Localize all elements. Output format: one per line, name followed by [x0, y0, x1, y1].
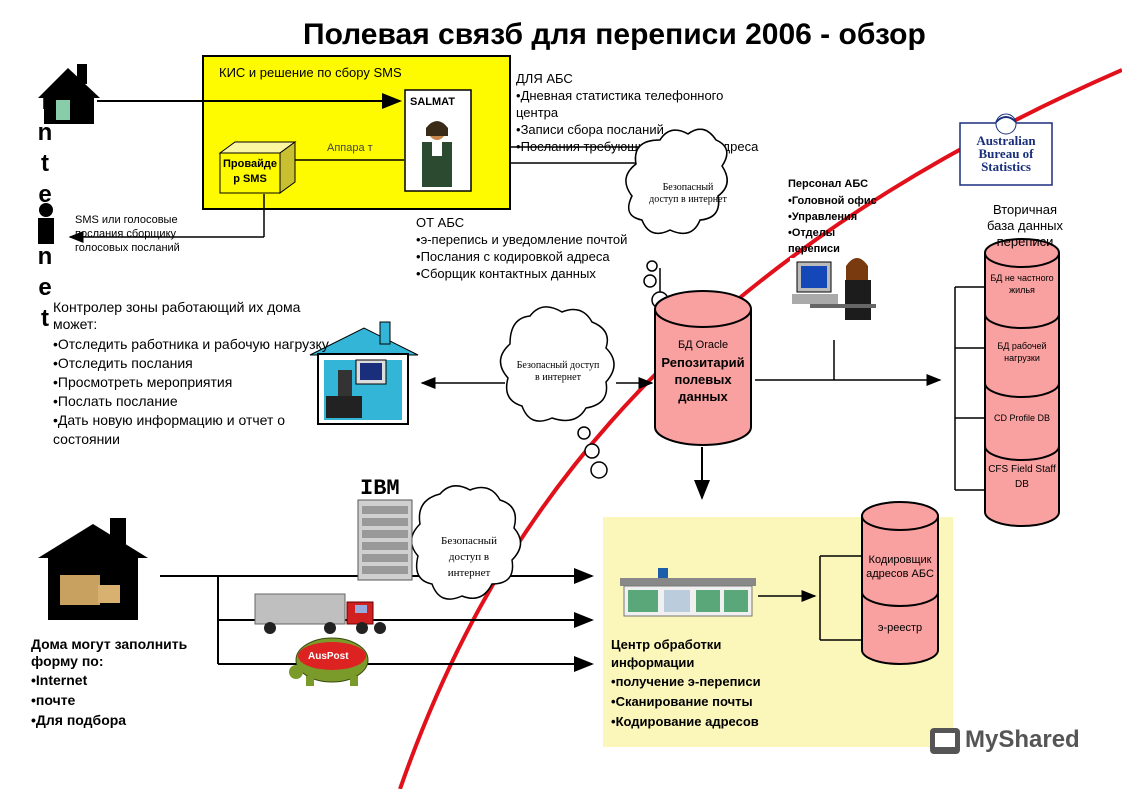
db-segment-label: БД не частного жилья: [990, 273, 1054, 295]
coder-db-cylinder: [861, 501, 939, 665]
watermark-text: MyShared: [965, 726, 1080, 753]
for-abs-heading: ДЛЯ АБС: [516, 71, 573, 86]
internet-letter: t: [41, 150, 49, 177]
house-icon-bottom: [38, 518, 148, 620]
for-abs-item: Дневная статистика телефонного центра: [516, 87, 761, 121]
auspost-label: AusPost: [308, 651, 349, 662]
cloud-secure-access-2: [499, 306, 615, 479]
from-abs-item: Сборщик контактных данных: [416, 265, 631, 282]
apparat-label: Аппара т: [327, 142, 373, 154]
abs-logo: [959, 113, 1053, 186]
center-block: Центр обработки информации получение э-п…: [611, 636, 761, 732]
internet-vertical-label: I n t e r n e t: [34, 86, 56, 334]
auspost-turtle-icon: [289, 637, 369, 686]
center-item: Кодирование адресов: [611, 712, 761, 732]
cloud-label-2: Безопасный доступ в интернет: [516, 360, 600, 383]
controller-block: Контролер зоны работающий их дома может:…: [53, 299, 338, 449]
abs-logo-text: Australian Bureau of Statistics: [976, 133, 1036, 174]
operator-woman-icon: [422, 121, 452, 187]
homes-block: Дома могут заполнить форму по: Internet …: [31, 636, 231, 730]
processing-building-icon: [620, 568, 756, 617]
for-abs-item: Записи сбора посланий: [516, 121, 761, 138]
controller-item: Послать послание: [53, 392, 338, 411]
myshared-logo-icon: [930, 728, 960, 754]
salmat-label: SALMAT: [410, 96, 456, 108]
e-registry-label: э-реестр: [877, 622, 923, 634]
internet-letter: e: [38, 181, 52, 208]
controller-item: Дать новую информацию и отчет о состояни…: [53, 411, 338, 449]
oracle-db-top-label: БД Oracle: [677, 339, 729, 351]
red-boundary-arc: [398, 68, 1122, 789]
homes-heading: Дома могут заполнить форму по:: [31, 636, 188, 669]
house-icon-top: [38, 64, 100, 124]
truck-icon: [254, 593, 386, 634]
kis-box-title: КИС и решение по сбору SMS: [219, 65, 402, 80]
personnel-block: Персонал АБС Головной офис Управления От…: [788, 176, 888, 257]
internet-letter: I: [41, 88, 49, 115]
internet-letter: e: [38, 274, 52, 301]
db-segment-label: БД рабочей нагрузки: [997, 341, 1047, 363]
controller-item: Просмотреть мероприятия: [53, 373, 338, 392]
oracle-db-label: Репозитарий полевых данных: [661, 355, 745, 404]
personnel-heading: Персонал АБС: [788, 178, 869, 190]
sms-provider-box: [218, 141, 297, 194]
secondary-db-heading: Вторичная база данных переписи: [986, 202, 1064, 249]
controller-heading: Контролер зоны работающий их дома может:: [53, 299, 301, 332]
center-item: Сканирование почты: [611, 692, 761, 712]
person-icon: [38, 203, 54, 244]
staff-computer-icon: [790, 258, 876, 324]
homes-item: Internet: [31, 670, 231, 690]
oracle-db-cylinder: [654, 290, 752, 446]
ibm-label: IBM: [360, 476, 400, 501]
internet-letter: t: [41, 305, 49, 332]
center-item: получение э-переписи: [611, 672, 761, 692]
from-abs-item: Послания с кодировкой адреса: [416, 248, 631, 265]
personnel-item: Головной офис: [788, 193, 888, 209]
ibm-server-icon: [357, 499, 413, 581]
from-abs-item: э-перепись и уведомление почтой: [416, 231, 631, 248]
controller-item: Отследить послания: [53, 354, 338, 373]
from-abs-block: ОТ АБС э-перепись и уведомление почтой П…: [416, 214, 631, 282]
secondary-db-cylinder: [984, 238, 1060, 527]
coder-db-label: Кодировщик адресов АБС: [866, 554, 934, 580]
cloud-overlay: [630, 128, 728, 235]
page-title: Полевая связб для переписи 2006 - обзор: [303, 18, 926, 51]
internet-letter: r: [40, 212, 50, 239]
sms-provider-label: Провайде р SMS: [223, 158, 277, 185]
homes-item: Для подбора: [31, 710, 231, 730]
db-segment-label: CD Profile DB: [993, 413, 1050, 423]
personnel-item: Управления: [788, 209, 888, 225]
center-heading: Центр обработки информации: [611, 637, 722, 670]
cloud-label-1: Безопасный доступ в интернет: [649, 182, 727, 205]
db-segment-label: CFS Field Staff DB: [988, 464, 1056, 490]
personnel-item: Отделы переписи: [788, 225, 888, 257]
homes-item: почте: [31, 690, 231, 710]
from-abs-heading: ОТ АБС: [416, 215, 465, 230]
cloud-label-3: Безопасный доступ в интернет: [441, 535, 497, 579]
controller-item: Отследить работника и рабочую нагрузку: [53, 335, 338, 354]
internet-letter: n: [37, 119, 53, 146]
internet-letter: n: [37, 243, 53, 270]
sms-voice-note: SMS или голосовые послания сборщику голо…: [75, 214, 180, 254]
